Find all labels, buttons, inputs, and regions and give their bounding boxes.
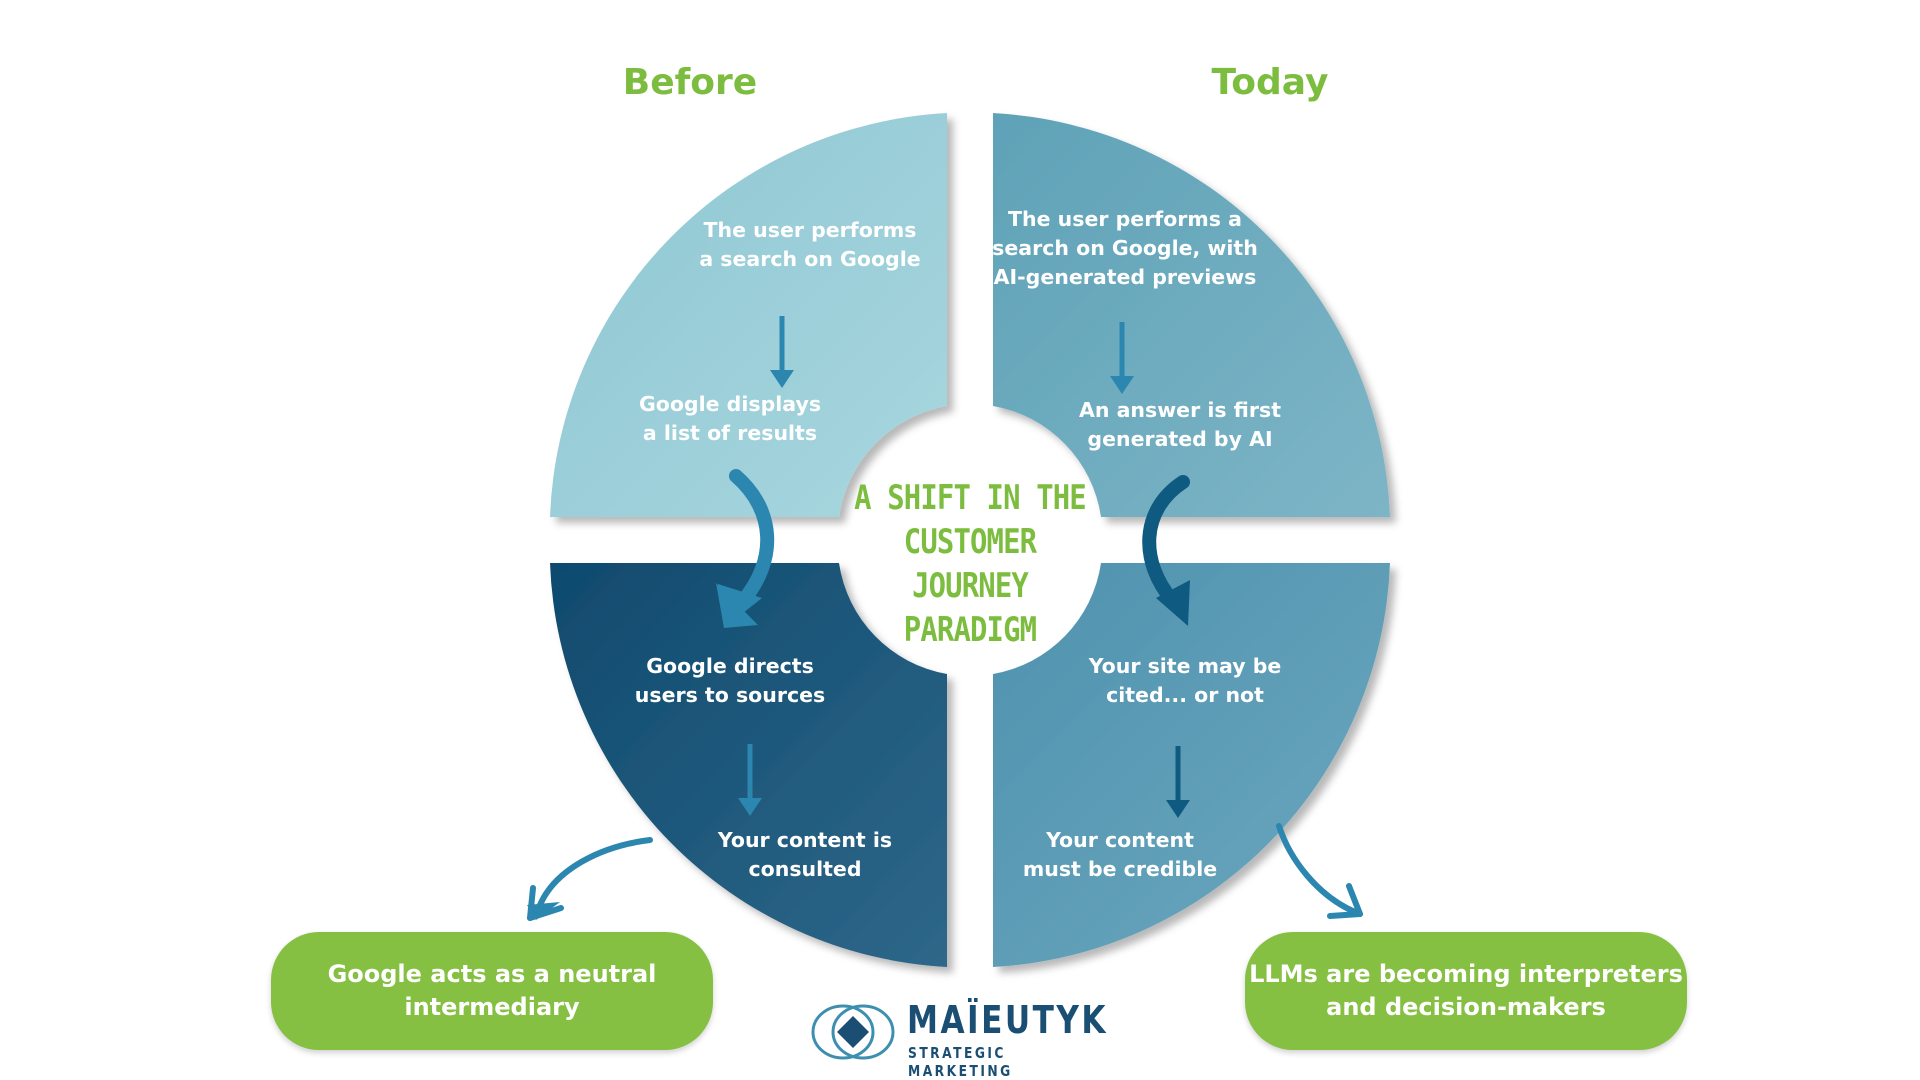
before-step-search: The user performs a search on Google xyxy=(699,218,921,271)
today-step-ai-answer: An answer is first generated by AI xyxy=(1079,398,1281,451)
before-step-directs: Google directs users to sources xyxy=(634,654,826,707)
today-step-credible: Your content must be credible xyxy=(1022,828,1218,881)
down-arrow-before-bottom xyxy=(738,744,762,816)
curved-arrow-to-right-conclusion xyxy=(1276,823,1363,919)
down-arrow-today-bottom xyxy=(1166,746,1190,818)
curved-arrow-today xyxy=(1142,475,1190,626)
down-arrow-before-top xyxy=(770,316,794,388)
conclusion-today: LLMs are becoming interpreters and decis… xyxy=(1245,932,1687,1050)
before-step-consulted: Your content is consulted xyxy=(717,828,893,881)
before-step-results: Google displays a list of results xyxy=(638,392,822,445)
today-top-quadrant xyxy=(993,113,1390,517)
maieutyk-logo: MAÏEUTYK STRATEGIC MARKETING xyxy=(805,996,1108,1080)
logo-tagline: STRATEGIC MARKETING xyxy=(908,1044,1013,1080)
center-title: A SHIFT IN THE CUSTOMER JOURNEY PARADIGM xyxy=(854,478,1087,650)
curved-arrow-before xyxy=(716,469,775,628)
logo-name: MAÏEUTYK xyxy=(907,998,1108,1042)
today-step-search: The user performs a search on Google, wi… xyxy=(992,207,1258,289)
today-heading: Today xyxy=(1211,62,1329,103)
today-bottom-quadrant xyxy=(993,563,1390,967)
today-step-cited: Your site may be cited... or not xyxy=(1088,654,1282,707)
down-arrow-today-top xyxy=(1110,322,1134,394)
before-top-quadrant xyxy=(550,113,947,517)
curved-arrow-to-left-conclusion xyxy=(527,837,653,921)
before-heading: Before xyxy=(622,62,758,103)
conclusion-before: Google acts as a neutral intermediary xyxy=(271,932,713,1050)
logo-mark-icon xyxy=(811,1004,895,1060)
